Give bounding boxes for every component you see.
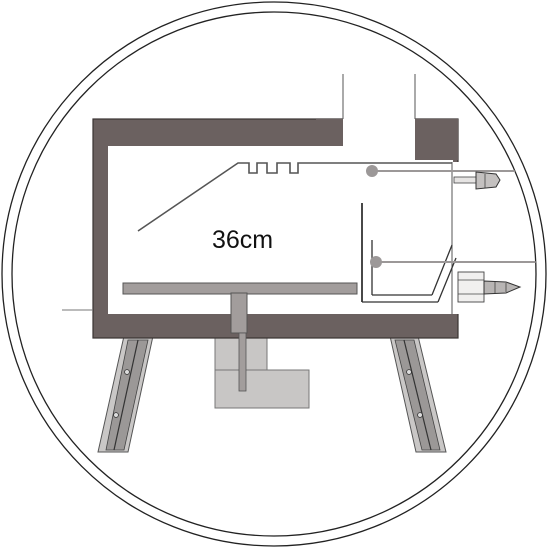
front-left-leg xyxy=(97,335,154,453)
dimension-label: 36cm xyxy=(212,226,274,254)
cooking-rack xyxy=(122,282,358,295)
rack-support-post xyxy=(230,292,248,392)
pizza-stone xyxy=(137,162,452,232)
heat-box xyxy=(214,336,310,409)
chimney xyxy=(316,74,458,160)
inner-ring xyxy=(11,11,537,537)
lower-knob xyxy=(457,271,522,303)
front-right-leg xyxy=(389,335,447,453)
upper-knob xyxy=(453,171,501,190)
side-panel xyxy=(361,203,457,303)
